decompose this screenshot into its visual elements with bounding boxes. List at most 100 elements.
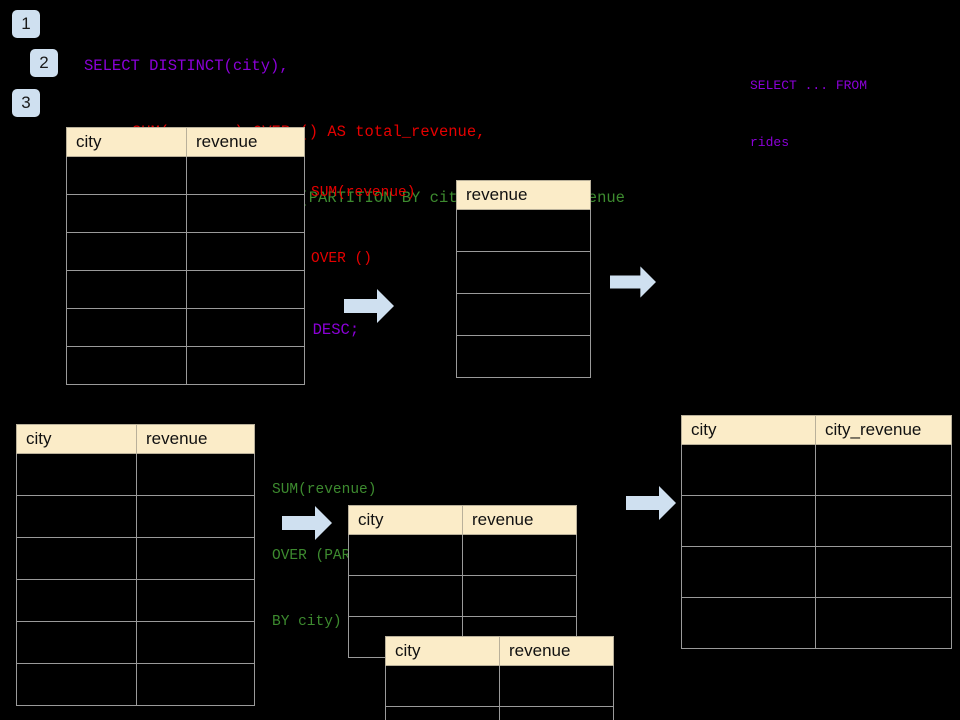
table-row [385, 665, 614, 707]
table-row [16, 663, 255, 706]
side-note-select-from: SELECT ... FROM rides [750, 38, 867, 190]
column-header: city [16, 424, 137, 454]
table-cell [681, 495, 816, 547]
arrow-partition-to-result [626, 486, 676, 520]
table-cell [16, 663, 137, 706]
table-cell [681, 597, 816, 649]
table-row [16, 495, 255, 538]
table-row [456, 251, 591, 294]
table-cell [136, 621, 255, 664]
table-row [681, 597, 952, 649]
table-row [456, 293, 591, 336]
table-cell [456, 251, 591, 294]
step-badge-2: 2 [30, 49, 58, 77]
arrow-source-to-partition [282, 506, 332, 540]
table-cell [16, 621, 137, 664]
table-cell [66, 270, 187, 309]
table-cell [136, 495, 255, 538]
arrow-total-to-result [610, 266, 656, 298]
caption-over-empty-line-2: OVER () [311, 251, 372, 267]
column-header: revenue [456, 180, 591, 210]
step-badge-1: 1 [12, 10, 40, 38]
table-row [348, 534, 577, 576]
column-header: city [385, 636, 500, 666]
table-cell [66, 156, 187, 195]
table-cell [66, 308, 187, 347]
table-cell [186, 232, 305, 271]
table-cell [66, 232, 187, 271]
table-cell [456, 209, 591, 252]
table-cell [815, 597, 952, 649]
table-cell [136, 579, 255, 622]
table-header-row: revenue [456, 180, 591, 210]
side-note-line-2: rides [750, 135, 790, 150]
table-row [66, 156, 305, 195]
table-cell [385, 706, 500, 720]
table-cell [815, 444, 952, 496]
table-row [385, 706, 614, 720]
side-note-line-1: SELECT ... FROM [750, 78, 868, 93]
column-header: revenue [136, 424, 255, 454]
table-cell [136, 453, 255, 496]
sql-line-1: SELECT DISTINCT(city), [84, 57, 289, 75]
table-row [456, 335, 591, 378]
table-row [66, 232, 305, 271]
table-row [681, 546, 952, 598]
table-cell [16, 537, 137, 580]
table-cell [136, 663, 255, 706]
table-cell [681, 546, 816, 598]
table-cell [385, 665, 500, 707]
table-row [16, 453, 255, 496]
column-header: revenue [462, 505, 577, 535]
table-cell [186, 194, 305, 233]
table-cell [681, 444, 816, 496]
table-cell [66, 346, 187, 385]
table-row [348, 575, 577, 617]
table-cell [186, 346, 305, 385]
column-header: revenue [186, 127, 305, 157]
table-row [681, 495, 952, 547]
table-row [66, 308, 305, 347]
table-row [16, 621, 255, 664]
table-row [681, 444, 952, 496]
table-cell [456, 335, 591, 378]
caption-over-partition-line-3: BY city) [272, 614, 342, 630]
table-cell [462, 575, 577, 617]
table-cell [815, 546, 952, 598]
caption-over-partition-line-1: SUM(revenue) [272, 482, 377, 498]
table-cell [136, 537, 255, 580]
table-cell [186, 270, 305, 309]
table-cell [66, 194, 187, 233]
arrow-source-to-total [344, 289, 394, 323]
table-cell [499, 665, 614, 707]
table-cell [16, 579, 137, 622]
table-cell [815, 495, 952, 547]
table-cell [186, 156, 305, 195]
caption-over-empty-line-1: SUM(revenue) [311, 185, 416, 201]
table-cell [348, 575, 463, 617]
table-cell [456, 293, 591, 336]
column-header: city_revenue [815, 415, 952, 445]
step-badge-3: 3 [12, 89, 40, 117]
table-row [66, 346, 305, 385]
table-cell [16, 495, 137, 538]
table-row [16, 579, 255, 622]
table-cell [16, 453, 137, 496]
table-row [456, 209, 591, 252]
table-row [66, 270, 305, 309]
table-cell [186, 308, 305, 347]
caption-over-empty: SUM(revenue) OVER () [311, 138, 415, 314]
total-revenue-table: revenue [456, 180, 591, 378]
table-cell [499, 706, 614, 720]
table-cell [462, 534, 577, 576]
